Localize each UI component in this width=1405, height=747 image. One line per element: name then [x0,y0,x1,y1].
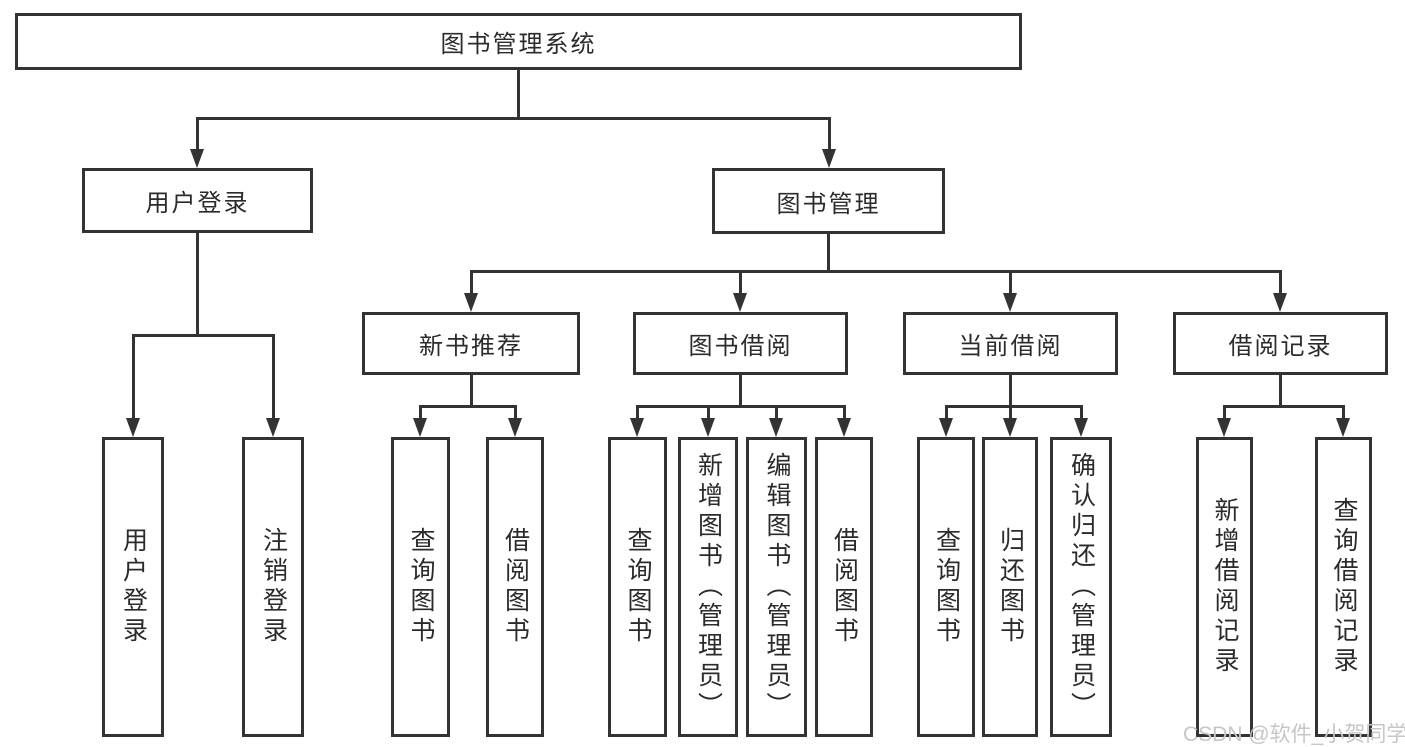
arrow-down-icon [822,149,836,168]
node-book-management: 图书管理 [712,168,945,234]
arrow-down-icon [630,418,644,437]
arrow-down-icon [733,293,747,312]
arrow-down-icon [464,293,478,312]
connector-line [775,405,778,425]
node-cb-confirm-return-admin: 确认归还（管理员） [1050,437,1112,737]
node-cb-return-books: 归还图书 [982,437,1038,737]
arrow-down-icon [769,418,783,437]
node-logout: 注销登录 [242,437,304,737]
connector-line [1009,270,1012,296]
connector-line [514,405,517,425]
connector-line [707,405,710,425]
connector-line [470,270,1282,273]
connector-line [196,233,199,337]
arrow-down-icon [1003,418,1017,437]
node-label: 图书管理 [776,190,881,218]
connector-line [470,375,473,408]
node-label: 归还图书 [996,527,1025,647]
node-label: 查询图书 [407,527,435,647]
node-current-borrowing: 当前借阅 [903,312,1118,375]
arrow-down-icon [837,418,851,437]
arrow-down-icon [1003,293,1017,312]
node-label: 查询图书 [932,527,961,647]
node-user-login-leaf: 用户登录 [102,437,164,737]
node-bb-edit-books-admin: 编辑图书（管理员） [746,437,807,737]
arrow-down-icon [508,418,522,437]
connector-line [636,405,846,408]
arrow-down-icon [939,418,953,437]
connector-line [419,405,517,408]
arrow-down-icon [1273,293,1287,312]
connector-line [1009,375,1012,408]
connector-line [1223,405,1345,408]
node-new-book-recommend: 新书推荐 [362,312,580,375]
connector-line [636,405,639,425]
connector-line [1223,405,1226,425]
node-label: 借阅记录 [1228,333,1333,360]
connector-line [739,375,742,408]
node-bb-borrow-books: 借阅图书 [815,437,873,737]
node-library-management-system: 图书管理系统 [15,13,1022,70]
node-label: 新增借阅记录 [1211,497,1239,677]
node-br-query-record: 查询借阅记录 [1315,437,1372,737]
arrow-down-icon [266,418,280,437]
connector-line [1009,405,1012,425]
connector-line [132,334,135,422]
connector-line [517,69,520,119]
node-borrow-records: 借阅记录 [1173,312,1388,375]
connector-line [1279,375,1282,408]
node-label: 图书借阅 [688,333,793,360]
node-label: 借阅图书 [830,527,859,647]
watermark-text: CSDN @软件_小贺同学 [1183,723,1405,746]
arrow-down-icon [413,418,427,437]
node-br-add-record: 新增借阅记录 [1196,437,1253,737]
connector-line [470,270,473,296]
arrow-down-icon [1336,418,1350,437]
connector-line [827,234,830,273]
node-bb-query-books: 查询图书 [608,437,667,737]
connector-line [132,334,274,337]
node-label: 确认归还（管理员） [1067,452,1096,722]
node-label: 借阅图书 [501,527,530,647]
connector-line [843,405,846,425]
node-book-borrowing: 图书借阅 [633,312,848,375]
connector-line [1342,405,1345,425]
node-label: 查询借阅记录 [1330,497,1358,677]
node-label: 用户登录 [119,527,148,647]
connector-line [196,117,199,155]
node-nbr-query-books: 查询图书 [391,437,450,737]
node-label: 图书管理系统 [440,31,597,58]
node-nbr-borrow-books: 借阅图书 [486,437,544,737]
arrow-down-icon [190,149,204,168]
connector-line [419,405,422,425]
connector-line [272,334,275,422]
connector-line [196,117,831,120]
connector-line [828,117,831,155]
node-label: 用户登录 [145,190,250,217]
arrow-down-icon [701,418,715,437]
connector-line [1279,270,1282,296]
arrow-down-icon [1217,418,1231,437]
node-label: 新书推荐 [419,333,523,360]
arrow-down-icon [1074,418,1088,437]
node-label: 注销登录 [259,527,288,647]
connector-line [739,270,742,296]
node-label: 新增图书（管理员） [694,452,723,722]
node-user-login: 用户登录 [82,168,313,233]
connector-line [945,405,1082,408]
connector-line [945,405,948,425]
arrow-down-icon [126,418,140,437]
node-label: 当前借阅 [958,333,1063,360]
node-label: 编辑图书（管理员） [763,452,791,722]
node-cb-query-books: 查询图书 [917,437,975,737]
node-label: 查询图书 [624,527,652,647]
node-bb-add-books-admin: 新增图书（管理员） [678,437,738,737]
connector-line [1080,405,1083,425]
